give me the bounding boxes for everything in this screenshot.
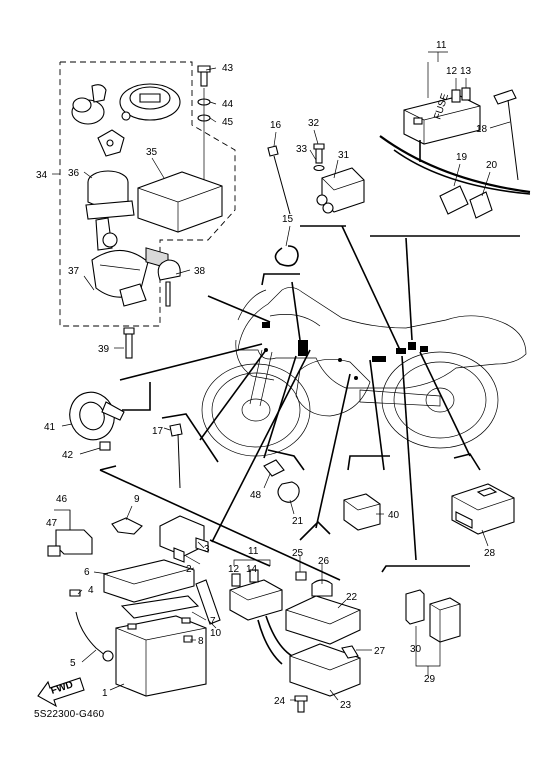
callout-4: 4 bbox=[88, 585, 94, 596]
callout-21: 21 bbox=[292, 516, 304, 527]
callout-12-mid: 12 bbox=[228, 564, 240, 575]
fuse-box-group: FUSE bbox=[379, 87, 531, 195]
relay-40 bbox=[343, 493, 381, 531]
callout-16: 16 bbox=[270, 120, 282, 131]
cable-clamp-15 bbox=[274, 245, 299, 267]
callout-32: 32 bbox=[308, 118, 320, 129]
callout-45: 45 bbox=[222, 117, 234, 128]
diagram-code: 5S22300-G460 bbox=[34, 709, 105, 720]
callout-leaders bbox=[52, 51, 511, 701]
callout-18: 18 bbox=[476, 124, 488, 135]
callout-31: 31 bbox=[338, 150, 350, 161]
callout-40: 40 bbox=[388, 510, 400, 521]
callout-35: 35 bbox=[146, 147, 158, 158]
callout-37: 37 bbox=[68, 266, 80, 277]
callout-46: 46 bbox=[56, 494, 68, 505]
callout-13: 13 bbox=[460, 66, 472, 77]
seat-lock-cylinder bbox=[71, 84, 107, 125]
steering-lock bbox=[91, 232, 149, 307]
callout-3: 3 bbox=[204, 544, 210, 555]
callout-11-mid: 11 bbox=[248, 546, 259, 557]
callout-34: 34 bbox=[36, 170, 48, 181]
callout-19: 19 bbox=[456, 152, 468, 163]
fuel-cap-lock bbox=[119, 83, 181, 121]
ignition-lock-group bbox=[59, 61, 236, 327]
reference-leaders bbox=[99, 225, 520, 581]
ecu-unit bbox=[137, 171, 223, 269]
callout-27: 27 bbox=[374, 646, 386, 657]
relay-31 bbox=[313, 143, 365, 214]
callout-1: 1 bbox=[102, 688, 108, 699]
callout-23: 23 bbox=[340, 700, 352, 711]
cable-tie-16 bbox=[267, 145, 291, 215]
lock-clip bbox=[97, 129, 125, 157]
callout-12-top: 12 bbox=[446, 66, 458, 77]
forward-arrow-icon: FWD bbox=[37, 677, 85, 708]
clamp-48-21 bbox=[263, 459, 300, 503]
callout-11-top: 11 bbox=[436, 40, 447, 51]
callout-2: 2 bbox=[186, 564, 192, 575]
cable-tie-17 bbox=[169, 423, 183, 489]
callout-33: 33 bbox=[296, 144, 308, 155]
connectors-29-30 bbox=[405, 589, 461, 643]
callout-24: 24 bbox=[274, 696, 286, 707]
callout-7: 7 bbox=[210, 616, 216, 627]
callout-14: 14 bbox=[246, 564, 258, 575]
callout-48: 48 bbox=[250, 490, 262, 501]
callout-25: 25 bbox=[292, 548, 304, 559]
callout-44: 44 bbox=[222, 99, 234, 110]
callout-10: 10 bbox=[210, 628, 222, 639]
bolt-washer-set bbox=[197, 65, 211, 180]
callout-9: 9 bbox=[134, 494, 140, 505]
callout-8: 8 bbox=[198, 636, 204, 647]
callout-30: 30 bbox=[410, 644, 422, 655]
fuse-holder-group bbox=[229, 559, 293, 665]
callout-43: 43 bbox=[222, 63, 234, 74]
horn bbox=[69, 391, 125, 451]
callout-17: 17 bbox=[152, 426, 164, 437]
unit-28 bbox=[451, 483, 515, 535]
callout-5: 5 bbox=[70, 658, 76, 669]
callout-47: 47 bbox=[46, 518, 58, 529]
callout-41: 41 bbox=[44, 422, 56, 433]
callout-22: 22 bbox=[346, 592, 358, 603]
callout-42: 42 bbox=[62, 450, 74, 461]
control-unit-22 bbox=[285, 571, 361, 713]
callout-39: 39 bbox=[98, 344, 110, 355]
key bbox=[157, 259, 181, 307]
callout-36: 36 bbox=[68, 168, 80, 179]
callout-numbers: 43 44 45 34 36 35 37 38 39 16 15 32 33 3… bbox=[36, 40, 498, 711]
callout-38: 38 bbox=[194, 266, 206, 277]
callout-20: 20 bbox=[486, 160, 498, 171]
wire-clamps bbox=[439, 89, 519, 219]
battery-group bbox=[47, 509, 221, 697]
callout-28: 28 bbox=[484, 548, 496, 559]
callout-15: 15 bbox=[282, 214, 294, 225]
callout-26: 26 bbox=[318, 556, 330, 567]
bolt-39 bbox=[123, 327, 135, 359]
callout-29: 29 bbox=[424, 674, 436, 685]
callout-6: 6 bbox=[84, 567, 90, 578]
